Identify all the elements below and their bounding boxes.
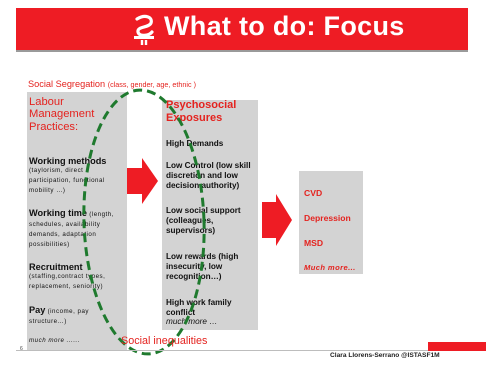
labour-item-detail: schedules, availability <box>29 221 101 228</box>
labour-item-head: Working methods <box>29 156 107 166</box>
outcome-msd: MSD <box>304 238 324 248</box>
labour-item-working-time: Working time (length, schedules, availab… <box>29 208 114 250</box>
psychosocial-heading-line: Psychosocial <box>166 99 237 111</box>
psychosocial-item-line: (colleagues, <box>166 216 214 225</box>
psychosocial-item-low-control: Low Control (low skill discretion and lo… <box>166 161 251 191</box>
psychosocial-more: much more … <box>166 317 218 326</box>
psychosocial-item-line: supervisors) <box>166 226 216 235</box>
psychosocial-item-line: High work family <box>166 298 232 307</box>
social-segregation-label: Social Segregation (class, gender, age, … <box>28 79 196 89</box>
psychosocial-item-high-demands: High Demands <box>166 139 223 149</box>
labour-heading: Labour Management Practices: <box>29 96 94 133</box>
psychosocial-item-line: insecurity, low <box>166 262 223 271</box>
labour-item-working-methods: Working methods (taylorism, direct parti… <box>29 156 106 196</box>
labour-item-head: Pay <box>29 305 46 315</box>
labour-item-detail: structure…) <box>29 318 67 325</box>
psychosocial-item-work-family-conflict: High work family conflict much more … <box>166 298 232 326</box>
labour-item-head: Recruitment <box>29 262 83 272</box>
labour-practices-box <box>27 92 127 350</box>
psychosocial-item-line: High Demands <box>166 139 224 148</box>
psychosocial-item-line: Low Control (low skill <box>166 161 251 170</box>
slide-title: What to do: Focus <box>164 11 405 41</box>
labour-item-detail: replacement, seniority) <box>29 283 104 290</box>
logo-icon <box>134 14 154 45</box>
psychosocial-item-line: decision authority) <box>166 181 240 190</box>
psychosocial-item-line: recognition…) <box>166 272 222 281</box>
footer-accent-tab <box>428 342 486 351</box>
arrow-right-1 <box>127 158 158 204</box>
labour-item-pay: Pay (income, pay structure…) <box>29 305 89 327</box>
labour-heading-line: Management <box>29 108 95 121</box>
labour-item-detail: demands, adaptation <box>29 231 97 238</box>
labour-item-detail: possibilities) <box>29 241 70 248</box>
labour-more: much more ...... <box>29 335 80 346</box>
labour-item-head: Working time <box>29 208 88 218</box>
footer-credit: Clara Llorens-Serrano @ISTASF1M <box>330 352 440 359</box>
labour-item-head-detail: (length, <box>89 211 114 218</box>
labour-item-detail: (taylorism, direct <box>29 167 84 174</box>
labour-more-text: much more ...... <box>29 337 80 344</box>
labour-item-detail: participation, functional <box>29 177 105 184</box>
labour-item-detail: (staffing,contract types, <box>29 273 106 280</box>
psychosocial-item-line: discretion and low <box>166 171 238 180</box>
header-band: What to do: Focus <box>16 8 468 52</box>
labour-item-detail: mobility …) <box>29 187 66 194</box>
psychosocial-item-line: conflict <box>166 308 196 317</box>
psychosocial-exposures-box <box>162 100 258 330</box>
social-segregation-text: Social Segregation <box>28 79 106 89</box>
social-inequalities-label: Social inequalities <box>121 335 208 347</box>
footer-divider <box>16 350 468 351</box>
outcomes-box <box>299 171 363 274</box>
outcome-cvd: CVD <box>304 188 323 198</box>
labour-heading-line: Labour <box>29 96 64 108</box>
labour-item-head-detail: (income, pay <box>47 308 90 315</box>
psychosocial-item-low-social-support: Low social support (colleagues, supervis… <box>166 206 241 236</box>
outcome-depression: Depression <box>304 213 351 223</box>
social-segregation-qualifier: (class, gender, age, ethnic ) <box>107 80 196 89</box>
psychosocial-item-line: Low social support <box>166 206 241 215</box>
labour-heading-line: Practices: <box>29 120 79 133</box>
labour-item-recruitment: Recruitment (staffing,contract types, re… <box>29 262 105 292</box>
page-number: 6 <box>20 346 23 352</box>
arrow-right-2 <box>262 194 292 246</box>
outcome-much-more: Much more... <box>304 263 356 272</box>
